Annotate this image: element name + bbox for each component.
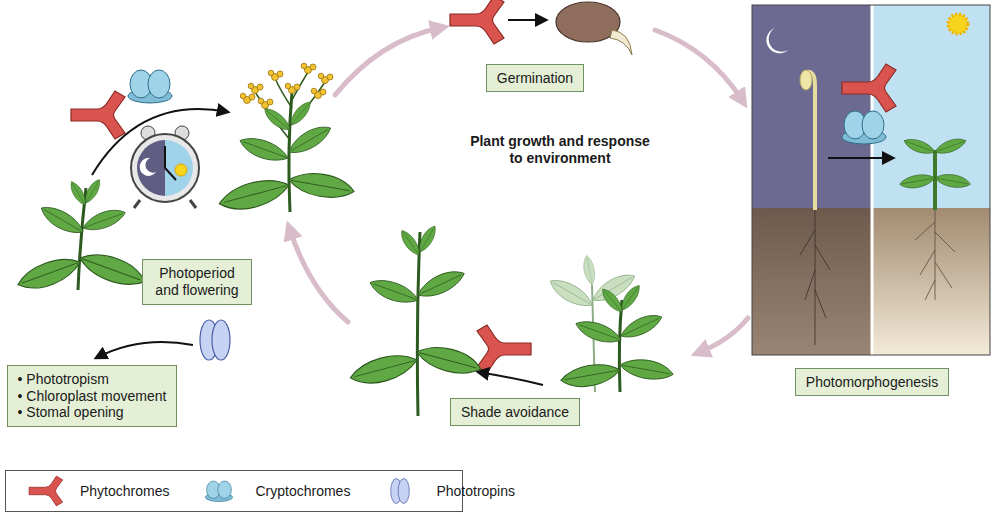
clock-symbol [131, 126, 199, 208]
stage-box: Photomorphogenesis [795, 368, 949, 397]
legend-item: Phototropins [372, 474, 515, 508]
shaded-plant [546, 255, 675, 392]
legend-item: Phytochromes [16, 474, 169, 508]
box-text: • Phototropism [18, 371, 167, 388]
stage-box: Photoperiod and flowering [142, 259, 252, 305]
phytochrome-icon [450, 0, 504, 44]
box-text: Shade avoidance [461, 404, 569, 421]
young-plant [14, 177, 149, 295]
legend-icon [191, 474, 247, 508]
response-list-box: • Phototropism• Chloroplast movement• St… [7, 365, 178, 427]
shade-arrow [478, 372, 543, 385]
box-text: Germination [497, 70, 573, 87]
legend-icon [372, 474, 428, 508]
phototropin-icon [200, 320, 230, 360]
photomorphogenesis-panel [752, 5, 990, 355]
diagram-title: Plant growth and response to environment [465, 133, 655, 168]
box-text: • Chloroplast movement [18, 388, 167, 405]
phototropin-arrow [96, 342, 193, 358]
stage-box: Shade avoidance [450, 398, 580, 427]
legend-text: Cryptochromes [255, 483, 350, 499]
tall-plant [347, 223, 483, 416]
legend-item: Cryptochromes [191, 474, 350, 508]
legend-box: PhytochromesCryptochromesPhototropins [5, 470, 463, 512]
flowering-plant [216, 63, 356, 216]
seed [556, 2, 632, 55]
phytochrome-icon [477, 325, 531, 373]
cryptochrome-icon [128, 70, 172, 103]
legend-text: Phytochromes [80, 483, 169, 499]
phytochrome-icon [71, 91, 125, 139]
box-text: • Stomal opening [18, 404, 167, 421]
germination-arrow [508, 19, 546, 21]
legend-text: Phototropins [436, 483, 515, 499]
stage-box: Germination [486, 64, 584, 93]
cycle-arrows [290, 28, 748, 352]
box-text: Photomorphogenesis [806, 374, 938, 391]
box-text: Photoperiod and flowering [153, 265, 241, 299]
legend-icon [16, 474, 72, 508]
